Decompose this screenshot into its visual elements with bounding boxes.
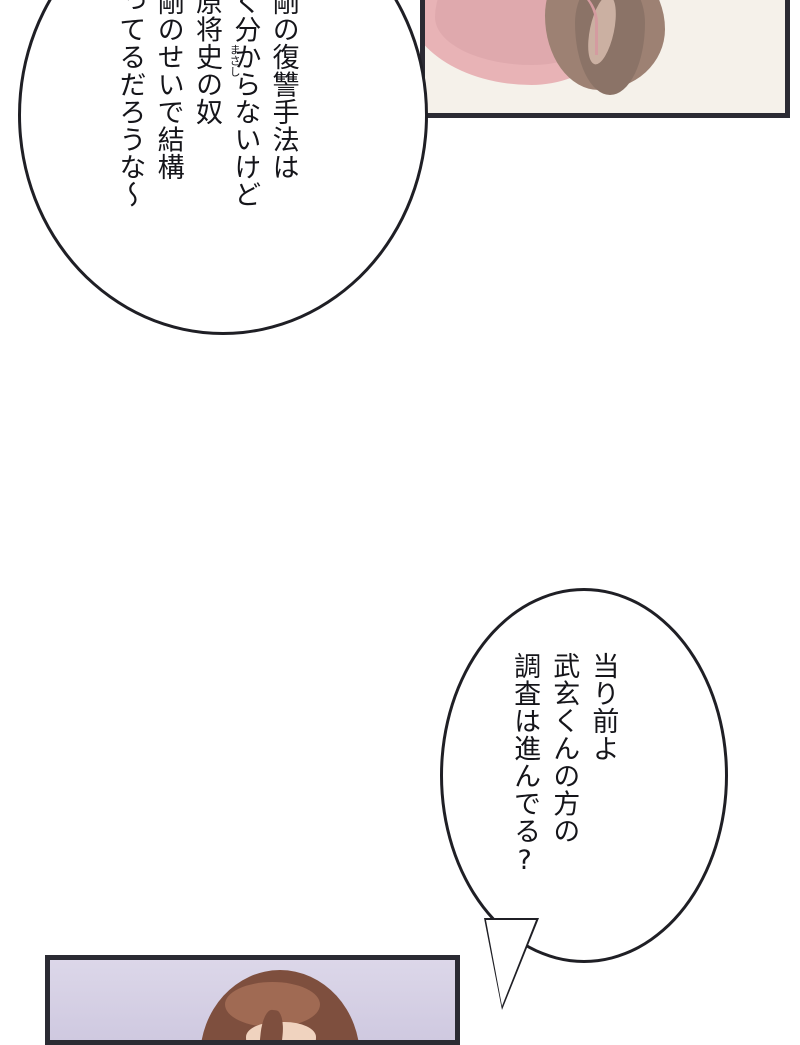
speech-text-lower: 当り前よ 武玄くんの方の 調査は進んでる? [509,652,619,877]
speech-text-upper: 剛の復讐手法は く分からないけど 原将史の奴 剛のせいで結構 ってるだろうな〜 [114,0,299,209]
top-panel [420,0,790,118]
comic-page: 剛の復讐手法は く分からないけど 原将史の奴 剛のせいで結構 ってるだろうな〜 … [18,0,790,1045]
garment-fold-line [485,0,598,55]
bottom-panel [45,955,460,1045]
ruby-annotation-upper: まさし [228,44,242,77]
speech-balloon-lower [440,588,728,963]
balloon-tail [486,920,536,1006]
